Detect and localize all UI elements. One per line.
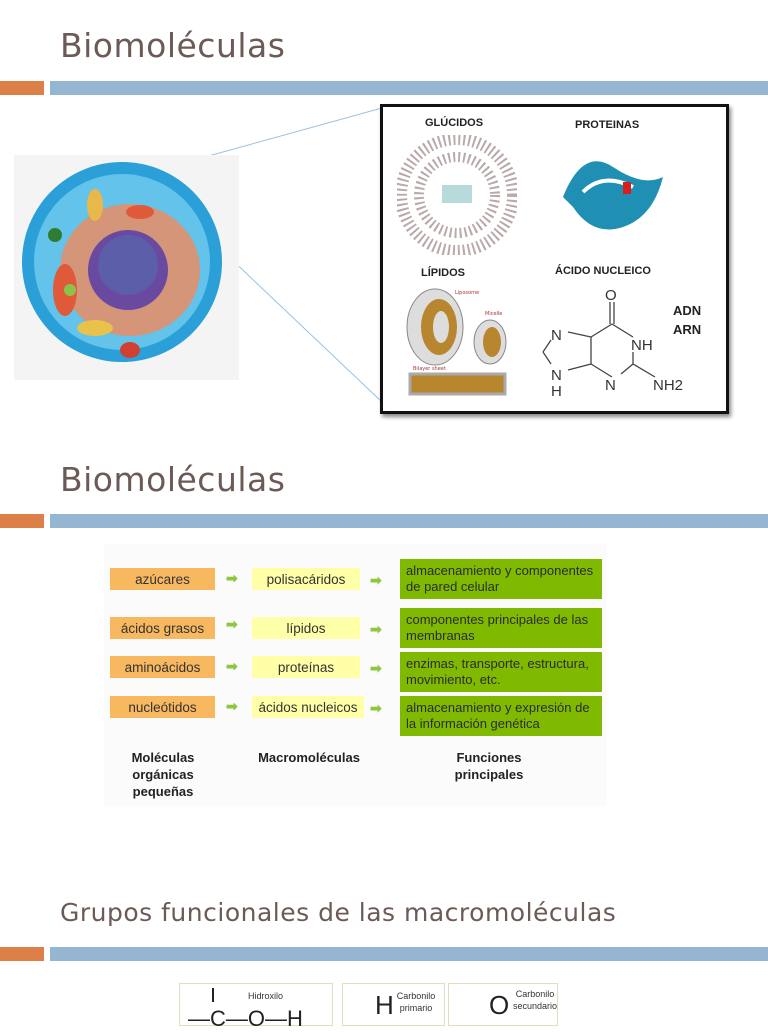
carbonilo-secundario-label: Carbonilo secundario xyxy=(513,989,558,1011)
small-molecule-box: aminoácidos xyxy=(110,656,215,678)
label-lipidos: LÍPIDOS xyxy=(421,267,466,279)
liposome-label: Liposome xyxy=(455,290,479,296)
macromolecule-box: lípidos xyxy=(252,617,360,639)
accent-bar-orange xyxy=(0,947,44,961)
cell-illustration xyxy=(14,107,383,403)
arrow-icon: ➡ xyxy=(226,698,238,714)
primary-carbonyl-card: H Carbonilo primario xyxy=(342,983,445,1026)
protein-image xyxy=(563,161,663,230)
atom-nh2: NH2 xyxy=(653,377,683,394)
function-box: almacenamiento y componentes de pared ce… xyxy=(400,559,602,599)
arrow-icon: ➡ xyxy=(226,616,238,632)
atom-n1: N xyxy=(551,327,562,344)
accent-bar-orange xyxy=(0,514,44,528)
function-box: almacenamiento y expresión de la informa… xyxy=(400,696,602,736)
hidroxilo-label: Hidroxilo xyxy=(248,991,284,1001)
hydroxyl-group-card: Hidroxilo —C—O—H xyxy=(179,983,333,1031)
macromolecule-box: ácidos nucleicos xyxy=(252,696,364,718)
micelle-label: Micelle xyxy=(485,311,502,317)
hydroxyl-formula: —C—O—H xyxy=(188,1006,303,1031)
arrow-icon: ➡ xyxy=(226,658,238,674)
accent-bar-blue xyxy=(50,947,768,961)
function-box: componentes principales de las membranas xyxy=(400,608,602,648)
atom-n2: N xyxy=(605,377,616,394)
atom-h: H xyxy=(375,990,394,1020)
arrow-icon: ➡ xyxy=(370,572,382,588)
atom-o: O xyxy=(489,990,510,1020)
accent-bar-orange xyxy=(0,81,44,95)
macromolecule-box: proteínas xyxy=(252,656,360,678)
small-molecule-box: azúcares xyxy=(110,568,215,590)
carbonilo-primario-label: Carbonilo primario xyxy=(396,991,436,1013)
header-small-molecules: Moléculas orgánicas pequeñas xyxy=(131,750,195,799)
arrow-icon: ➡ xyxy=(370,700,382,716)
header-functions: Funciones principales xyxy=(454,750,524,782)
arrow-icon: ➡ xyxy=(370,660,382,676)
accent-bar-blue xyxy=(50,514,768,528)
small-molecule-box: ácidos grasos xyxy=(110,617,215,639)
atom-o: O xyxy=(605,287,617,304)
label-acido-nucleico: ÁCIDO NUCLEICO xyxy=(555,265,651,277)
slide-title: Biomoléculas xyxy=(60,460,286,499)
bond-line xyxy=(212,988,214,1002)
slide-title: Biomoléculas xyxy=(60,26,286,65)
lipid-structures-image: Liposome Micelle Bilayer sheet xyxy=(406,288,507,396)
biomolecule-panel: GLÚCIDOS PROTEINAS LÍPIDOS ÁCIDO NUCLEIC… xyxy=(380,104,729,414)
glycogen-image xyxy=(397,135,517,255)
header-macromolecules: Macromoléculas xyxy=(258,750,360,765)
macromolecule-box: polisacáridos xyxy=(252,568,360,590)
bilayer-label: Bilayer sheet xyxy=(413,366,446,372)
arrow-icon: ➡ xyxy=(226,570,238,586)
label-proteinas: PROTEINAS xyxy=(575,119,640,131)
atom-n3: N xyxy=(551,367,562,384)
label-arn: ARN xyxy=(673,322,702,337)
secondary-carbonyl-card: O Carbonilo secundario xyxy=(448,983,558,1026)
label-adn: ADN xyxy=(673,303,702,318)
guanine-structure: O N NH N N H NH2 xyxy=(542,287,683,400)
arrow-icon: ➡ xyxy=(370,621,382,637)
slide-title: Grupos funcionales de las macromoléculas xyxy=(60,898,617,927)
biomolecule-diagram: azúcares ➡ polisacáridos ➡ almacenamient… xyxy=(104,544,607,806)
atom-nh: NH xyxy=(631,337,653,354)
small-molecule-box: nucleótidos xyxy=(110,696,215,718)
accent-bar-blue xyxy=(50,81,768,95)
function-box: enzimas, transporte, estructura, movimie… xyxy=(400,652,602,692)
label-glucidos: GLÚCIDOS xyxy=(425,117,484,129)
atom-h: H xyxy=(551,383,562,400)
